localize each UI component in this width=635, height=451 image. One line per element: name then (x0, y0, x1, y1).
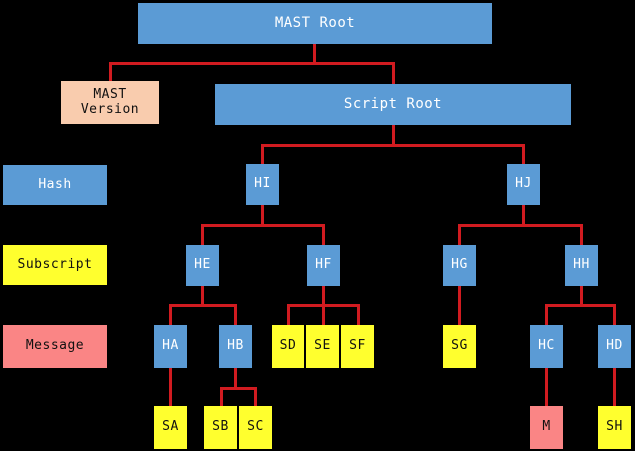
node-hh[interactable]: HH (565, 245, 598, 286)
node-mast-root[interactable]: MAST Root (138, 3, 492, 44)
edge-he-stem (201, 285, 204, 306)
edge-scriptroot-bar (261, 144, 525, 147)
edge-to-se (322, 304, 325, 326)
node-hc[interactable]: HC (530, 325, 563, 368)
edge-hi-bar (201, 224, 325, 227)
edge-hj-stem (522, 204, 525, 226)
node-mast-version[interactable]: MAST Version (61, 81, 159, 124)
node-sa[interactable]: SA (154, 406, 187, 449)
edge-mastroot-bar (109, 62, 395, 65)
edge-to-scriptroot (392, 62, 395, 85)
node-script-root-label: Script Root (343, 96, 443, 113)
legend-hash-label: Hash (38, 176, 72, 192)
node-sf[interactable]: SF (341, 325, 374, 368)
node-mast-root-label: MAST Root (274, 15, 356, 32)
node-sc[interactable]: SC (239, 406, 272, 449)
node-sa-label: SA (162, 419, 179, 435)
edge-scriptroot-stem (392, 124, 395, 146)
edge-to-sd (287, 304, 290, 326)
node-sb[interactable]: SB (204, 406, 237, 449)
node-mast-version-line2: Version (80, 101, 140, 117)
edge-hh-stem (580, 285, 583, 306)
node-se[interactable]: SE (306, 325, 339, 368)
node-ha[interactable]: HA (154, 325, 187, 368)
node-mast-version-line1: MAST (93, 86, 127, 102)
node-hd-label: HD (606, 338, 623, 354)
edge-to-hb (234, 304, 237, 326)
node-se-label: SE (314, 338, 331, 354)
node-sg-label: SG (451, 338, 468, 354)
node-ha-label: HA (162, 338, 179, 354)
node-hi[interactable]: HI (246, 164, 279, 205)
node-script-root[interactable]: Script Root (215, 84, 571, 125)
edge-to-mastversion (109, 62, 112, 82)
edge-hh-bar (545, 304, 613, 307)
edge-to-hc (545, 304, 548, 326)
edge-to-ha (169, 304, 172, 326)
legend-subscript-label: Subscript (17, 256, 93, 272)
node-hj-label: HJ (515, 176, 532, 192)
edge-hf-stem (322, 285, 325, 306)
node-m[interactable]: M (530, 406, 563, 449)
legend-hash: Hash (3, 165, 107, 205)
edge-to-hf (322, 224, 325, 246)
edge-to-hd (613, 304, 616, 326)
node-sd[interactable]: SD (272, 325, 304, 368)
node-hj[interactable]: HJ (507, 164, 540, 205)
legend-message-label: Message (25, 338, 85, 354)
node-sh-label: SH (606, 419, 623, 435)
edge-to-hh (580, 224, 583, 246)
node-he[interactable]: HE (186, 245, 219, 286)
edge-to-he (201, 224, 204, 246)
node-hc-label: HC (538, 338, 555, 354)
edge-hd-to-sh (613, 368, 616, 408)
node-m-label: M (542, 419, 551, 435)
edge-to-hi (261, 144, 264, 165)
edge-to-hg (458, 224, 461, 246)
edge-hg-to-sg (458, 285, 461, 326)
node-hi-label: HI (254, 176, 271, 192)
node-sf-label: SF (349, 338, 366, 354)
node-hg[interactable]: HG (443, 245, 476, 286)
node-hf[interactable]: HF (307, 245, 340, 286)
edge-he-bar (169, 304, 237, 307)
edge-to-hj (522, 144, 525, 165)
legend-message: Message (3, 325, 107, 368)
node-sd-label: SD (279, 338, 297, 354)
node-hh-label: HH (573, 257, 590, 273)
node-sc-label: SC (247, 419, 264, 435)
edge-to-sc (254, 387, 257, 408)
edge-hc-to-m (545, 368, 548, 408)
node-sb-label: SB (212, 419, 229, 435)
edge-to-sb (220, 387, 223, 408)
node-hb[interactable]: HB (219, 325, 252, 368)
node-hg-label: HG (451, 257, 468, 273)
node-hd[interactable]: HD (598, 325, 631, 368)
edge-to-sf (357, 304, 360, 326)
node-sh[interactable]: SH (598, 406, 631, 449)
edge-hb-stem (234, 368, 237, 389)
node-hb-label: HB (227, 338, 244, 354)
node-hf-label: HF (315, 257, 332, 273)
edge-hi-stem (261, 204, 264, 226)
edge-hj-bar (458, 224, 583, 227)
edge-ha-to-sa (169, 368, 172, 408)
edge-mastroot-stem (313, 44, 316, 64)
node-he-label: HE (194, 257, 211, 273)
edge-hb-bar (220, 387, 257, 390)
node-sg[interactable]: SG (443, 325, 476, 368)
legend-subscript: Subscript (3, 245, 107, 285)
